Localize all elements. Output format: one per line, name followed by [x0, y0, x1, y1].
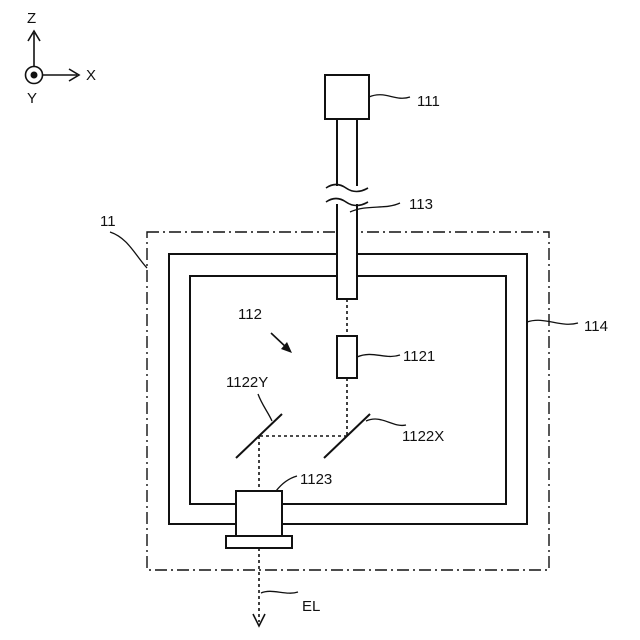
leader-1122Y: [258, 394, 272, 421]
head-base: [226, 536, 292, 548]
label-11: 11: [100, 213, 116, 230]
label-112: 112: [238, 306, 262, 323]
axes-indicator: [26, 31, 80, 84]
head-body: [236, 491, 282, 536]
leader-114: [527, 320, 578, 324]
label-EL: EL: [302, 598, 320, 615]
break-line-upper: [326, 185, 368, 192]
leader-1122X: [366, 419, 406, 425]
label-1123: 1123: [300, 471, 332, 488]
source-box: [325, 75, 369, 119]
leader-1121: [357, 354, 400, 357]
beam-path: [259, 299, 347, 622]
mirror-y: [236, 414, 282, 458]
fiber-lower: [337, 204, 357, 299]
leader-11: [110, 232, 147, 268]
y-axis-label: Y: [27, 90, 37, 107]
x-axis-label: X: [86, 67, 96, 84]
element-1121: [337, 336, 357, 378]
label-1122Y: 1122Y: [226, 374, 268, 391]
z-axis-label: Z: [27, 10, 36, 27]
y-axis-dot: [31, 72, 38, 79]
leader-111: [369, 95, 410, 99]
label-111: 111: [417, 93, 440, 110]
label-114: 114: [584, 318, 608, 335]
label-113: 113: [409, 196, 433, 213]
leader-1123: [276, 476, 297, 491]
fiber-break-marks: [326, 185, 368, 206]
label-1122X: 1122X: [402, 428, 444, 445]
fiber-upper: [337, 119, 357, 186]
label-1121: 1121: [403, 348, 435, 365]
leader-EL: [261, 591, 298, 593]
